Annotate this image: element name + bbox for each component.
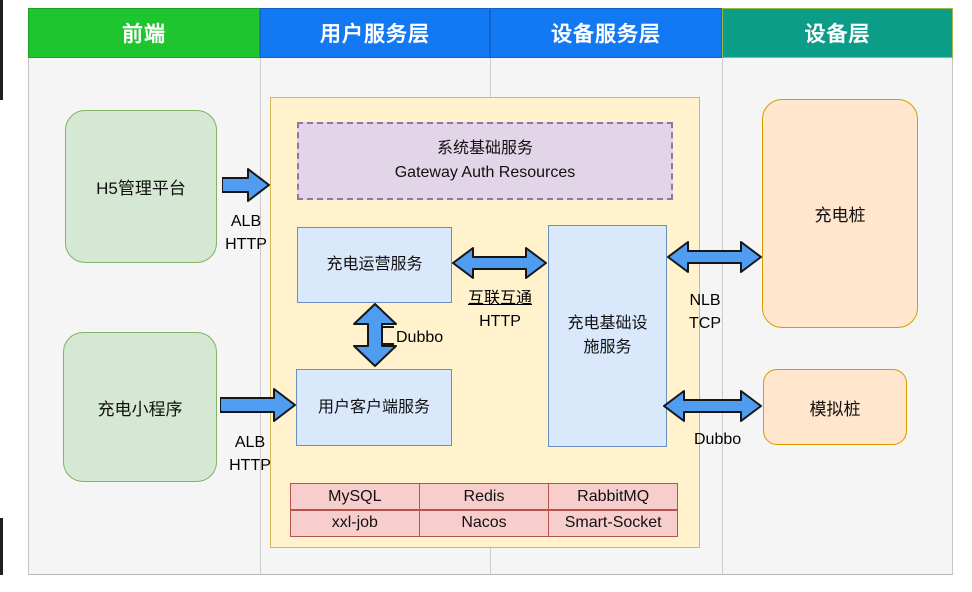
lane-header-user-service: 用户服务层 bbox=[260, 8, 490, 58]
h5-admin-platform-box: H5管理平台 bbox=[65, 110, 217, 263]
middleware-cell: Redis bbox=[420, 484, 548, 510]
middleware-table: MySQL Redis RabbitMQ xxl-job Nacos Smart… bbox=[290, 483, 678, 537]
edge-label-dubbo: Dubbo bbox=[396, 326, 443, 349]
protocol-line: HTTP bbox=[225, 236, 267, 253]
arrow-operation-infra-bidirectional bbox=[452, 247, 547, 279]
lane-header-frontend: 前端 bbox=[28, 8, 260, 58]
middleware-cell: RabbitMQ bbox=[549, 484, 677, 510]
lane-header-device-service: 设备服务层 bbox=[490, 8, 722, 58]
charging-pile-box: 充电桩 bbox=[762, 99, 918, 328]
lane-header-label: 用户服务层 bbox=[320, 23, 430, 46]
system-base-title: 系统基础服务 bbox=[436, 140, 533, 157]
arrow-infra-mock-bidirectional bbox=[663, 390, 762, 422]
middleware-cell: xxl-job bbox=[291, 510, 419, 536]
edge-label-alb-http: ALB HTTP bbox=[214, 210, 278, 256]
charging-operation-service-box: 充电运营服务 bbox=[297, 227, 452, 303]
protocol-line: HTTP bbox=[229, 457, 271, 474]
protocol-line: Dubbo bbox=[694, 431, 742, 448]
window-edge-artifact bbox=[0, 0, 3, 100]
protocol-line: NLB bbox=[689, 292, 721, 309]
lane-separator bbox=[260, 58, 261, 575]
window-edge-artifact bbox=[0, 518, 3, 575]
middleware-cell: MySQL bbox=[291, 484, 419, 510]
system-base-subtitle: Gateway Auth Resources bbox=[394, 164, 576, 181]
protocol-line: TCP bbox=[689, 315, 721, 332]
edge-label-interconnect-http: 互联互通 HTTP bbox=[452, 287, 548, 333]
protocol-line: Dubbo bbox=[396, 329, 444, 346]
box-label: 充电运营服务 bbox=[326, 256, 423, 273]
lane-header-device: 设备层 bbox=[722, 8, 953, 58]
protocol-line: HTTP bbox=[479, 313, 521, 330]
protocol-line: ALB bbox=[230, 213, 262, 230]
box-label: 模拟桩 bbox=[809, 399, 861, 419]
arrow-dubbo-vertical-bidirectional bbox=[353, 303, 397, 367]
edge-label-dubbo: Dubbo bbox=[694, 428, 741, 451]
edge-label-nlb-tcp: NLB TCP bbox=[676, 289, 734, 335]
arrow-infra-pile-bidirectional bbox=[667, 241, 762, 273]
protocol-line: ALB bbox=[234, 434, 266, 451]
user-client-service-box: 用户客户端服务 bbox=[296, 369, 452, 446]
charging-infrastructure-service-box: 充电基础设施服务 bbox=[548, 225, 667, 447]
lane-separator bbox=[722, 58, 723, 575]
lane-header-label: 前端 bbox=[122, 23, 166, 46]
box-label: H5管理平台 bbox=[96, 179, 186, 198]
arrow-bracket-notch bbox=[381, 326, 394, 345]
lane-header-label: 设备层 bbox=[804, 23, 871, 46]
arrow-miniapp-to-client-service bbox=[220, 388, 296, 422]
arrow-h5-to-gateway bbox=[222, 168, 270, 202]
box-label: 用户客户端服务 bbox=[317, 398, 430, 416]
box-label: 充电基础设施服务 bbox=[567, 315, 648, 356]
protocol-line: 互联互通 bbox=[467, 290, 532, 307]
middleware-cell: Smart-Socket bbox=[549, 510, 677, 536]
system-base-services-box: 系统基础服务 Gateway Auth Resources bbox=[297, 122, 673, 200]
lane-header-label: 设备服务层 bbox=[551, 23, 661, 46]
mock-pile-box: 模拟桩 bbox=[763, 369, 907, 445]
charging-mini-program-box: 充电小程序 bbox=[63, 332, 217, 482]
box-label: 充电小程序 bbox=[97, 399, 183, 419]
middleware-cell: Nacos bbox=[420, 510, 548, 536]
edge-label-alb-http: ALB HTTP bbox=[218, 431, 282, 477]
box-label: 充电桩 bbox=[814, 206, 866, 225]
